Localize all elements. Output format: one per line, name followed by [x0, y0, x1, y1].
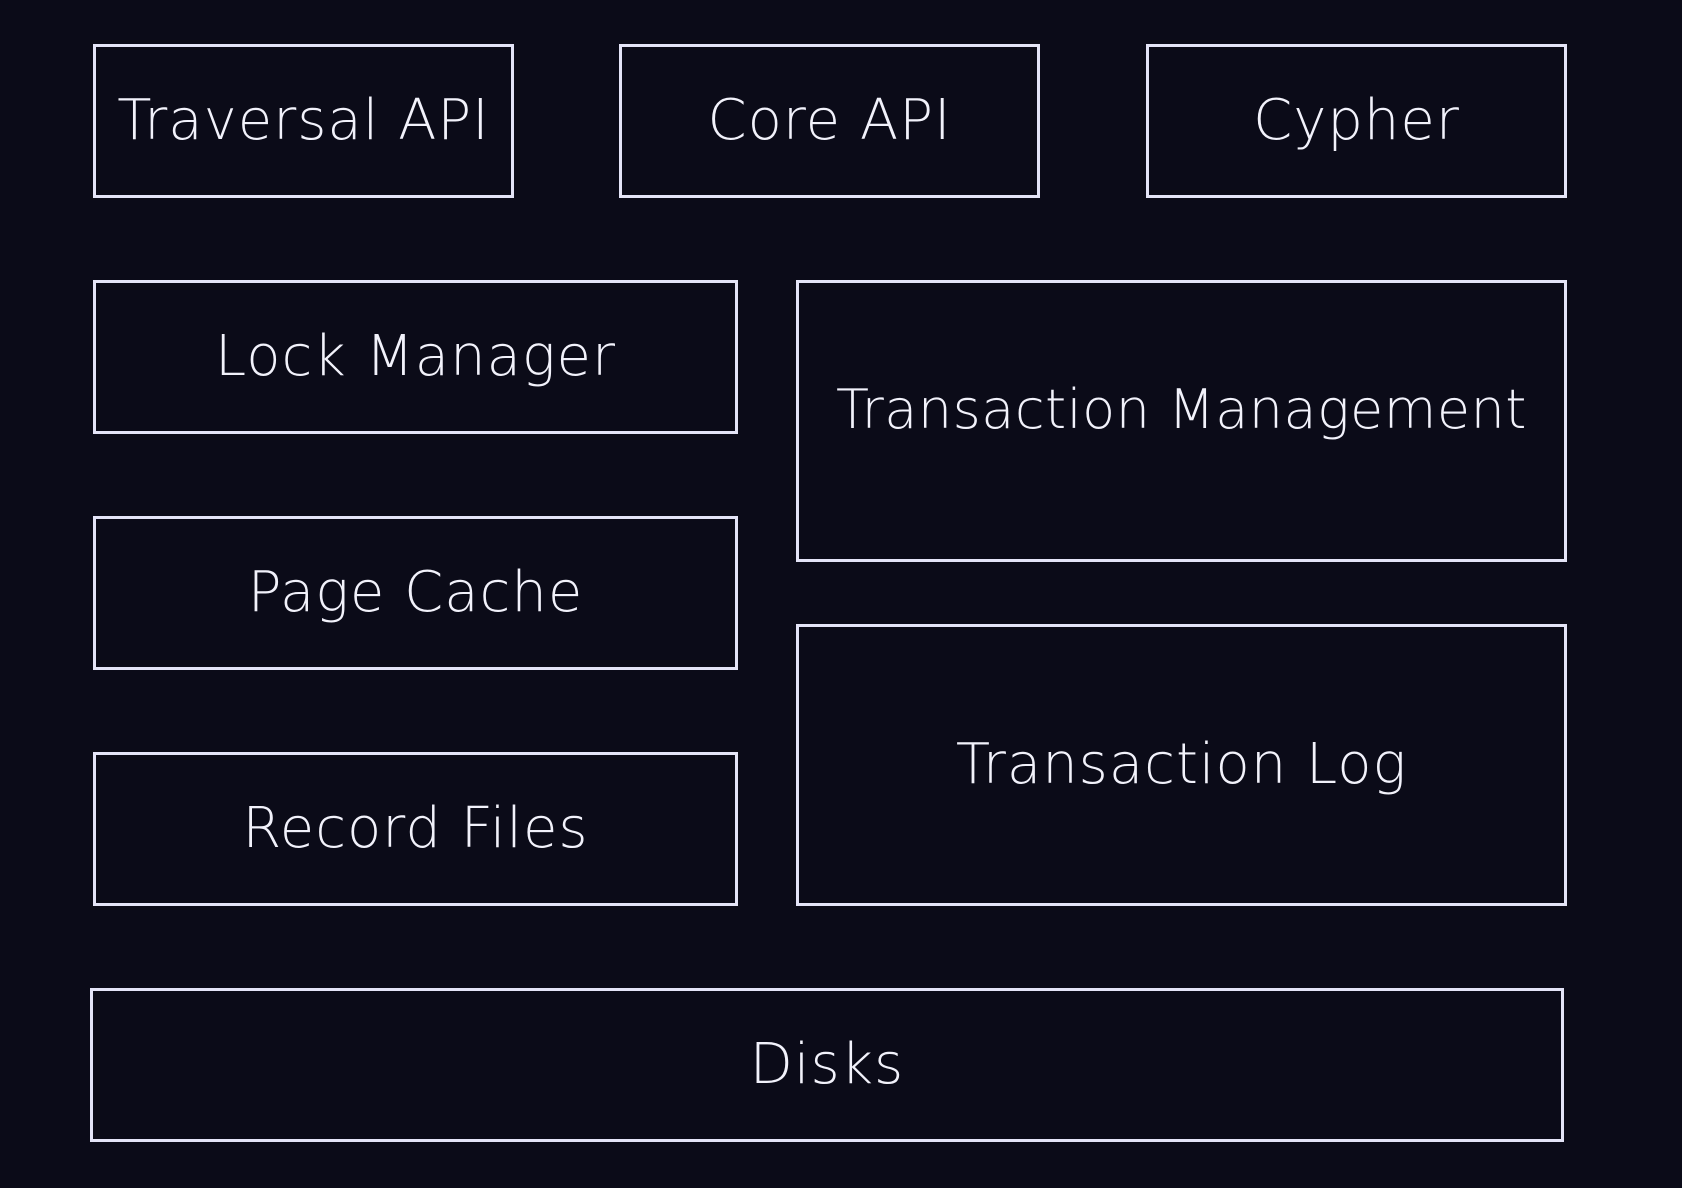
record-files-box: Record Files — [93, 752, 738, 906]
record-files-label: Record Files — [242, 796, 589, 861]
transaction-management-box: Transaction Management — [796, 280, 1567, 562]
core-api-label: Core API — [707, 88, 952, 153]
disks-label: Disks — [749, 1032, 905, 1097]
lock-manager-box: Lock Manager — [93, 280, 738, 434]
core-api-box: Core API — [619, 44, 1040, 198]
transaction-log-label: Transaction Log — [955, 732, 1408, 797]
traversal-api-label: Traversal API — [117, 88, 490, 153]
page-cache-box: Page Cache — [93, 516, 738, 670]
cypher-box: Cypher — [1146, 44, 1567, 198]
disks-box: Disks — [90, 988, 1564, 1142]
cypher-label: Cypher — [1253, 88, 1460, 153]
transaction-management-label: Transaction Management — [836, 378, 1527, 441]
transaction-log-box: Transaction Log — [796, 624, 1567, 906]
traversal-api-box: Traversal API — [93, 44, 514, 198]
lock-manager-label: Lock Manager — [214, 324, 617, 389]
page-cache-label: Page Cache — [247, 560, 584, 625]
